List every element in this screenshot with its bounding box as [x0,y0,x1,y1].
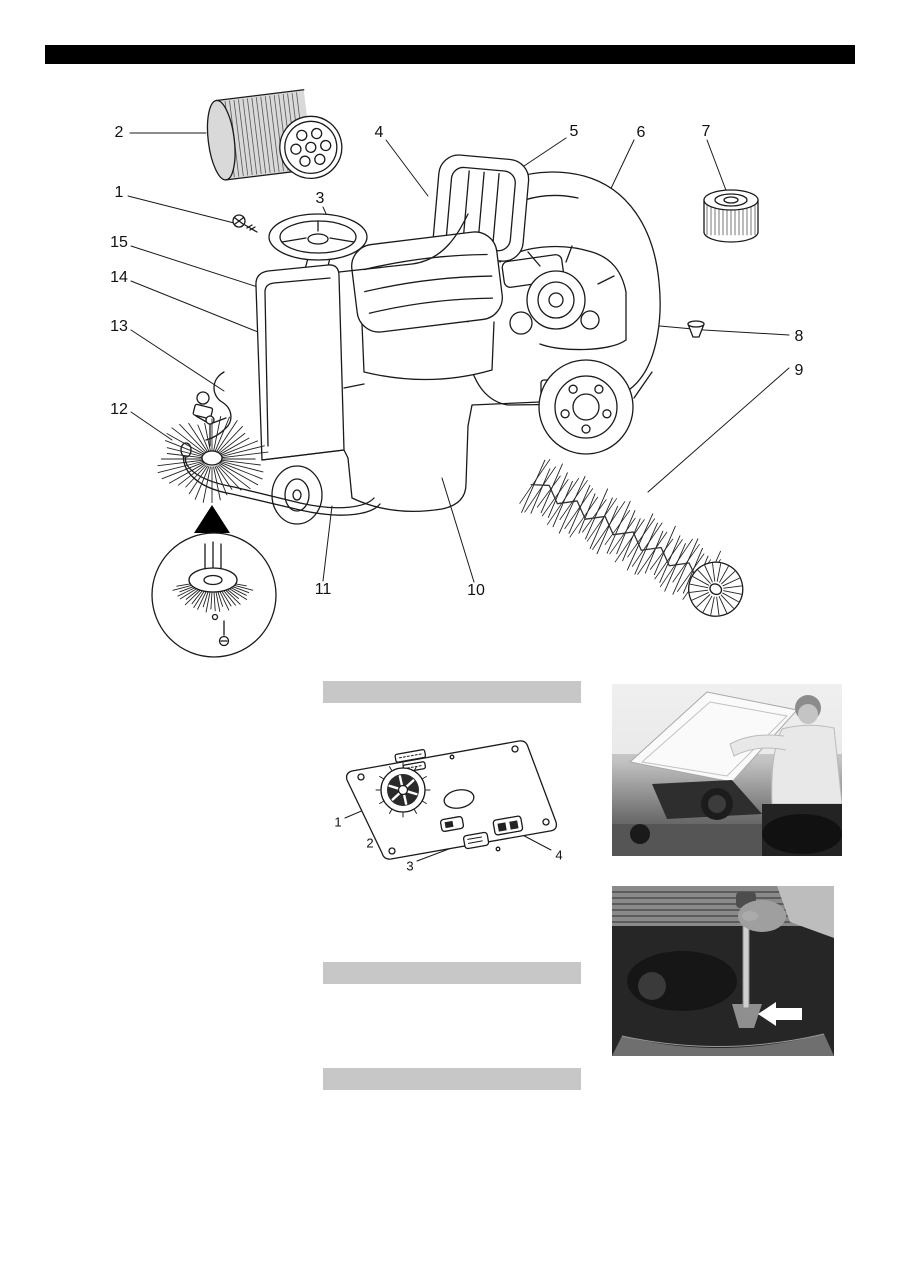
main-figure-callout-10: 10 [467,582,485,599]
side-brush [157,416,269,504]
main-figure-callout-13: 13 [110,318,128,335]
main-figure-callout-8: 8 [794,328,804,345]
main-figure-callout-5: 5 [569,123,579,140]
section-heading-bar-3 [323,1068,581,1090]
panel-figure-callout-1: 1 [334,814,342,830]
main-figure-callout-14: 14 [110,269,128,286]
sweeper-machine-drawing [151,89,759,658]
rocker-switch-c [492,815,524,836]
program-dial [375,762,431,818]
engine-detail [499,245,627,351]
section-heading-bar-2 [323,962,581,984]
main-figure-callout-11: 11 [314,581,332,598]
roller-brush [206,89,343,181]
panel-figure-callout-4: 4 [555,847,563,863]
front-wheel [271,465,323,525]
rocker-switch-a [439,816,465,832]
fastening-screw [232,214,258,233]
oil-check-photo [612,886,834,1056]
main-figure-callout-12: 12 [110,401,128,418]
rocker-switch-b [462,831,490,850]
cylindrical-sweeping-brush [519,459,744,617]
panel-figure-callout-2: 2 [366,835,374,851]
page-header-bar [45,45,855,64]
steering-wheel [268,213,368,303]
hood-opening-photo [612,684,842,856]
main-figure-callout-9: 9 [794,362,804,379]
main-figure-callout-4: 4 [374,124,384,141]
main-figure-callout-7: 7 [701,123,711,140]
oil-check-photo-art [612,886,834,1056]
hood-opening-photo-art [612,684,842,856]
main-figure-callout-2: 2 [114,124,124,141]
rear-wheel [538,359,634,455]
section-heading-bar-1 [323,681,581,703]
left-arrow-icon [758,1002,802,1026]
main-figure-callout-6: 6 [636,124,646,141]
detail-pointer-triangle [194,505,230,533]
air-filter [703,189,759,243]
control-panel-drawing [344,740,558,862]
panel-figure-callout-3: 3 [406,858,414,874]
main-figure-callout-15: 15 [110,234,128,251]
side-brush-detail-circle [151,532,277,658]
main-figure-callout-3: 3 [315,190,325,207]
drain-plug [687,320,705,338]
keyswitch-cutout [443,789,475,809]
seat-cushion [351,231,503,333]
main-figure-callout-1: 1 [114,184,124,201]
